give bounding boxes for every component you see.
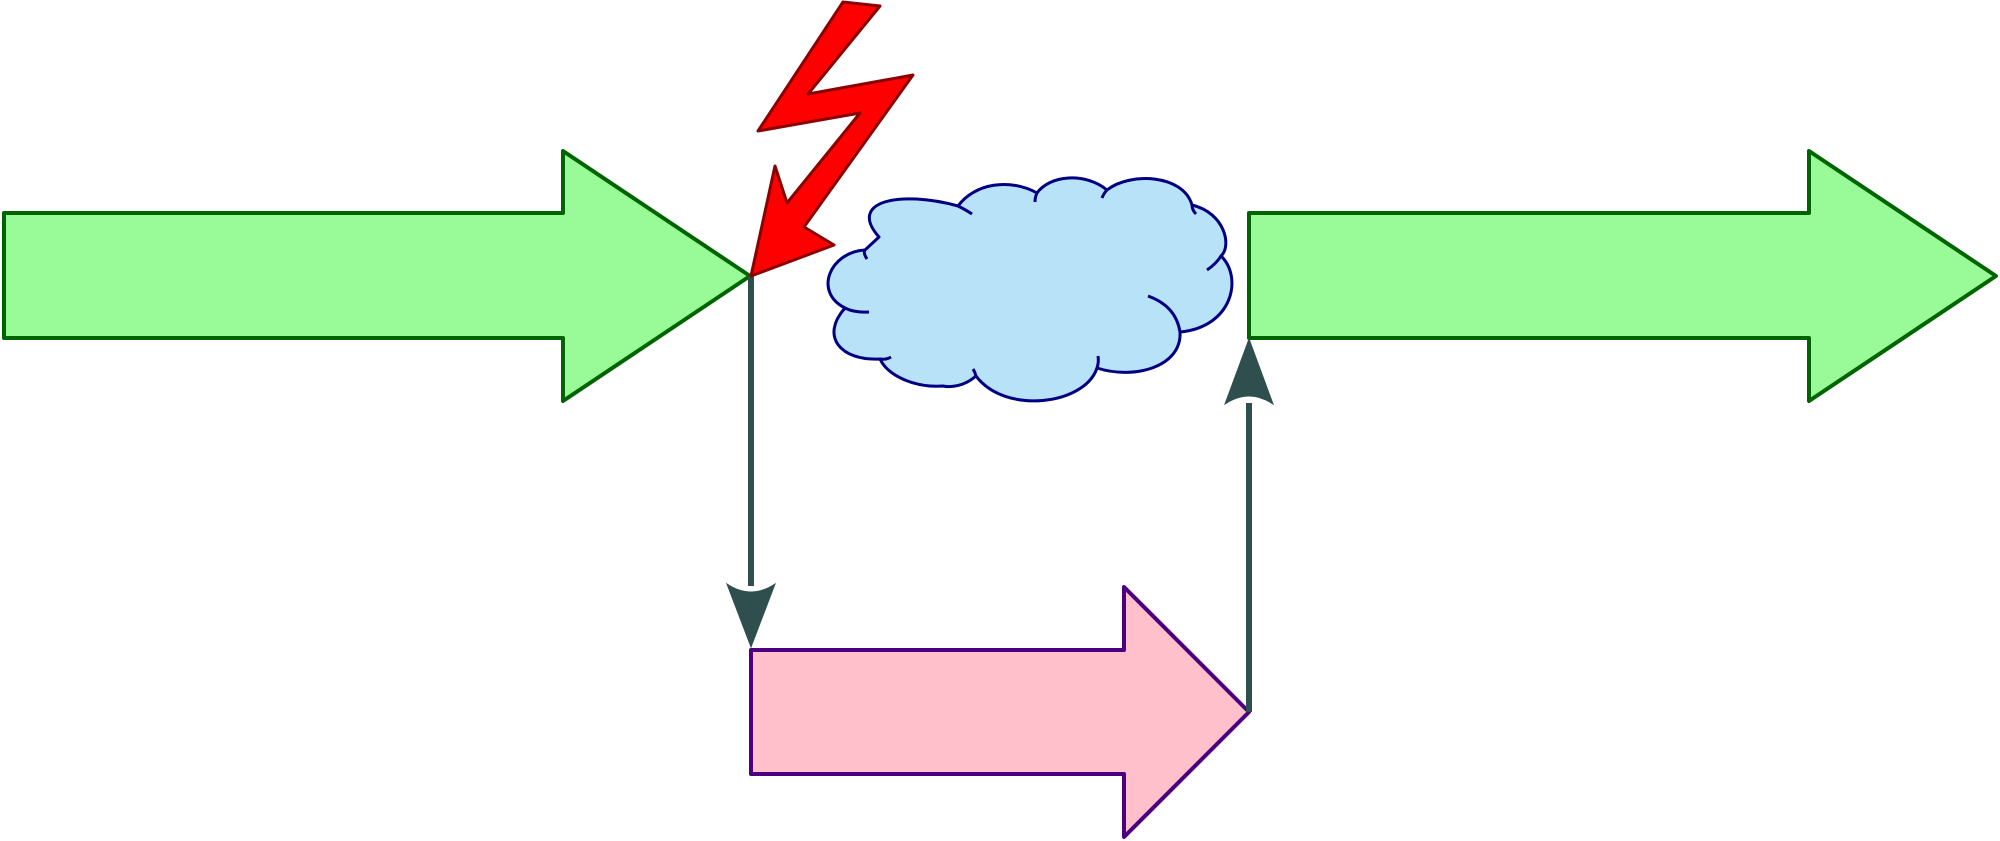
down-connector-head (725, 582, 777, 649)
input-arrow (2, 149, 752, 403)
lightning-bolt (749, 0, 915, 278)
up-connector-head (1223, 337, 1275, 406)
output-arrow (1247, 149, 1998, 403)
cloud (826, 176, 1234, 403)
detour-arrow (749, 585, 1251, 839)
